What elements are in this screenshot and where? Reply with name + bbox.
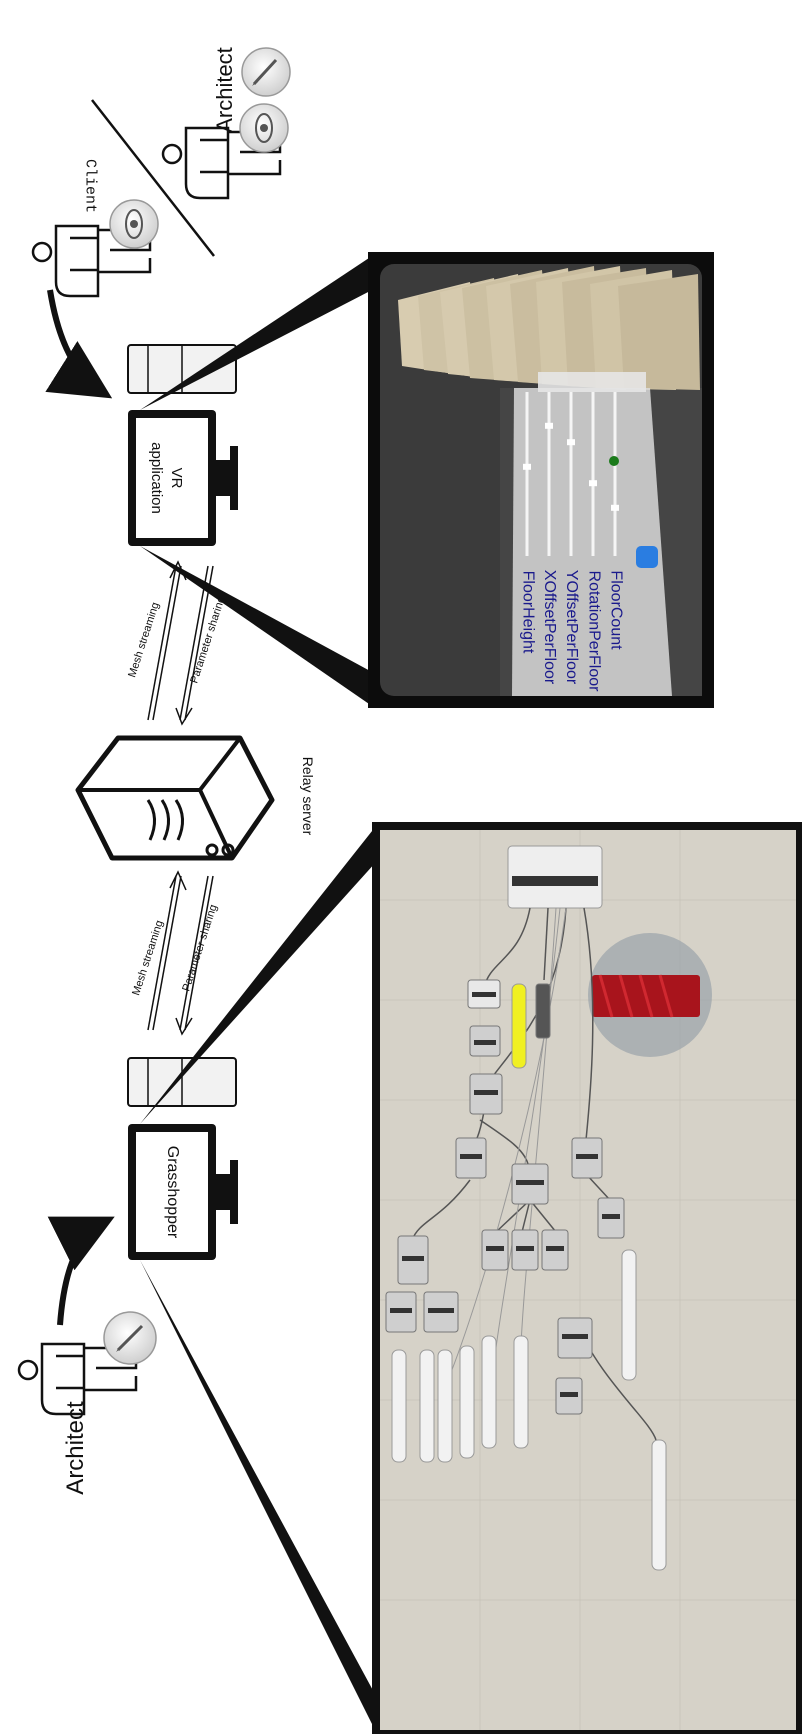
vr-param-label: FloorCount xyxy=(607,569,625,650)
relay-server-icon xyxy=(75,735,275,861)
vr-panel xyxy=(140,252,714,708)
client-to-vr-arrow xyxy=(45,289,113,399)
vr-screen-line2: application xyxy=(148,442,165,514)
grasshopper-screen-label: Grasshopper xyxy=(164,1145,181,1239)
vr-tower xyxy=(127,344,237,394)
vr-slider-knob[interactable] xyxy=(589,480,597,487)
vr-param-label: RotationPerFloor xyxy=(584,570,602,691)
architect-top-label: Architect xyxy=(212,47,237,133)
vr-slider-knob[interactable] xyxy=(611,504,619,511)
architect-to-grasshopper-arrow xyxy=(47,1216,115,1326)
link-relay-grasshopper xyxy=(147,870,214,1036)
eye-icon xyxy=(239,103,289,153)
vr-pointer-dot xyxy=(609,456,619,466)
vr-screen-label: VR application xyxy=(146,442,186,514)
grasshopper-tower xyxy=(127,1057,237,1107)
vr-slider-knob[interactable] xyxy=(567,439,575,446)
vr-param-label: FloorHeight xyxy=(518,570,536,653)
pencil-icon xyxy=(103,1311,157,1365)
vr-slider-knob[interactable] xyxy=(545,422,553,429)
architect-bottom-label: Architect xyxy=(62,1401,89,1495)
divider-line xyxy=(91,99,215,257)
vr-screen-line1: VR xyxy=(168,467,185,489)
pencil-icon xyxy=(241,47,291,97)
vr-slider-knob[interactable] xyxy=(523,463,531,470)
eye-icon xyxy=(109,199,159,249)
vr-param-label: YOffsetPerFloor xyxy=(563,569,581,685)
vr-menu-button[interactable] xyxy=(636,546,658,568)
link-vr-relay xyxy=(147,560,214,726)
grasshopper-monitor xyxy=(128,1124,238,1260)
stacked-floors xyxy=(398,266,700,390)
vr-monitor xyxy=(128,410,238,546)
client-label: Client xyxy=(81,158,99,214)
grasshopper-panel xyxy=(140,822,802,1734)
vr-param-label: XOffsetPerFloor xyxy=(541,569,559,685)
relay-server-label: Relay server xyxy=(300,756,316,836)
